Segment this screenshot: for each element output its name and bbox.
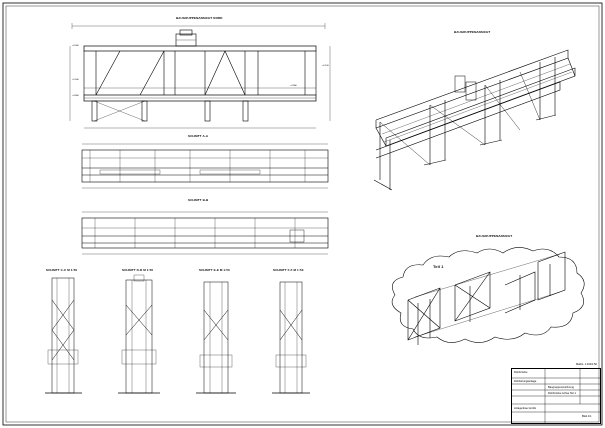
section-dd-drawing: [118, 274, 160, 394]
scale-note: Maßst. 1:100/1:50: [576, 363, 597, 366]
iso-view-2-title: BAUGRUPPENANSICHT: [476, 234, 513, 238]
teil-label: Teil 1: [433, 264, 444, 269]
section-cc-drawing: [45, 277, 82, 394]
isometric-view-main: [373, 49, 576, 191]
front-view-annotations: +8.360 +4.800 +4.960 +5.500 +6.150: [72, 45, 330, 97]
section-ee-title: SCHNITT E-E M 1:50: [199, 268, 230, 272]
section-aa-drawing: [81, 143, 329, 189]
title-block-line1: Rohrbrücke: [514, 371, 528, 374]
isometric-view-cloud: [391, 247, 585, 343]
isometric-view-structure-2: [407, 251, 566, 345]
svg-text:+8.360: +8.360: [72, 45, 80, 47]
section-ff-title: SCHNITT F-F M 1:50: [273, 268, 304, 272]
title-block-line4: Rohrbrücke Achse Teil 1: [548, 392, 576, 395]
title-block-line2: Rohrleitungsanlage: [514, 380, 537, 383]
svg-text:+4.960: +4.960: [290, 85, 298, 87]
section-dd-title: SCHNITT D-D M 1:50: [122, 268, 154, 272]
front-view-elevation: [69, 23, 331, 129]
section-bb-drawing: [81, 211, 329, 255]
svg-text:+6.150: +6.150: [322, 65, 330, 67]
title-block-line5: Anlagenbau GmbH: [514, 407, 537, 410]
iso-view-1-title: BAUGRUPPENANSICHT: [454, 30, 491, 34]
title-block-line3: Baugruppenzeichnung: [548, 386, 574, 389]
section-aa-title: SCHNITT A-A: [188, 134, 209, 138]
inner-frame: [5, 5, 600, 423]
title-block-grid: [511, 368, 601, 424]
front-view-title: BAUGRUPPENANSICHT NORD: [176, 16, 223, 20]
section-cc-title: SCHNITT C-C M 1:50: [46, 268, 78, 272]
section-bb-title: SCHNITT B-B: [188, 198, 209, 202]
section-ee-drawing: [196, 281, 236, 394]
svg-text:+5.500: +5.500: [72, 79, 80, 81]
svg-text:+4.800: +4.800: [72, 95, 80, 97]
title-block: Rohrbrücke Rohrleitungsanlage Baugruppen…: [511, 368, 601, 424]
title-block-line6: Blatt 1/1: [582, 415, 592, 418]
section-ff-drawing: [272, 281, 310, 394]
